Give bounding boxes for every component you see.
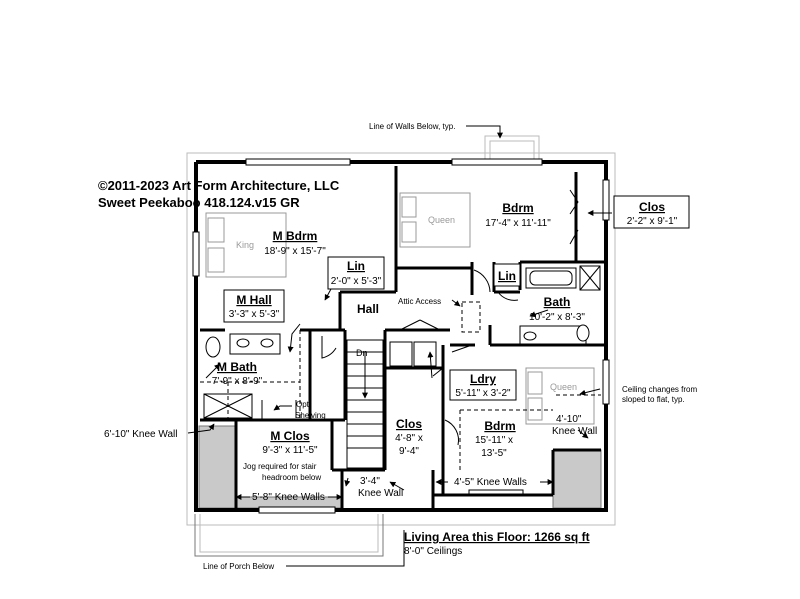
opt-note: Opt — [296, 400, 310, 409]
clos-ne-callout-box — [613, 195, 690, 229]
bdrm-se-name: Bdrm — [484, 419, 515, 433]
living-area-label: Living Area this Floor: 1266 sq ft — [404, 530, 590, 544]
shelving-note: Shelving — [295, 411, 326, 420]
ldry-name: Ldry — [470, 372, 496, 386]
jog-note-1: Jog required for stair — [243, 462, 317, 471]
m-clos-name: M Clos — [270, 429, 310, 443]
queen-bed-ne-label: Queen — [428, 215, 455, 225]
bdrm-ne-dims: 17'-4" x 11'-11" — [485, 218, 551, 229]
knee-wall-4-10-note-1: 4'-10" — [556, 414, 582, 425]
clos-mid-name: Clos — [396, 417, 422, 431]
knee-wall-3-4-note-1: 3'-4" — [360, 476, 380, 487]
porch-below-note: Line of Porch Below — [203, 562, 274, 571]
bath-name: Bath — [544, 295, 571, 309]
clos-ne-name: Clos — [639, 200, 665, 214]
ldry-dims: 5'-11" x 3'-2" — [455, 388, 511, 399]
bdrm-se-dims-2: 13'-5" — [481, 448, 507, 459]
lin-2-box — [493, 263, 521, 287]
m-bdrm-dims: 18'-9" x 15'-7" — [264, 246, 326, 257]
bdrm-ne-name: Bdrm — [502, 201, 533, 215]
knee-wall-3-4-note-2: Knee Wall — [358, 488, 403, 499]
hall-name: Hall — [357, 302, 379, 316]
lin-2-name: Lin — [498, 269, 516, 283]
jog-note-2: headroom below — [262, 473, 321, 482]
plan-id-line: Sweet Peekaboo 418.124.v15 GR — [98, 195, 300, 210]
bdrm-se-dims-1: 15'-11" x — [475, 435, 513, 446]
lin-1-callout-box — [327, 256, 385, 290]
king-bed-label: King — [236, 240, 254, 250]
knee-walls-5-8-note: 5'-8" Knee Walls — [252, 492, 325, 503]
m-bath-dims: 7'-9" x 8'-9" — [212, 376, 263, 387]
clos-mid-dims-2: 9'-4" — [399, 446, 419, 457]
king-bed — [205, 212, 287, 278]
clos-ne-dims: 2'-2" x 9'-1" — [627, 216, 678, 227]
bath-dims: 10'-2" x 8'-3" — [529, 312, 585, 323]
knee-walls-4-5-note: 4'-5" Knee Walls — [454, 477, 527, 488]
interior-walls — [200, 166, 606, 508]
copyright-line: ©2011-2023 Art Form Architecture, LLC — [98, 178, 340, 193]
m-hall-callout-box — [223, 289, 285, 323]
queen-bed-se — [525, 367, 595, 425]
stair-dn-label: Dn — [356, 348, 368, 358]
m-bdrm-name: M Bdrm — [273, 229, 318, 243]
porch-below-outline — [194, 514, 384, 557]
ceiling-change-note-1: Ceiling changes from — [622, 385, 697, 394]
m-clos-dims: 9'-3" x 11'-5" — [262, 445, 318, 456]
ceiling-lines — [200, 330, 601, 470]
knee-wall-4-10-note-2: Knee Wall — [552, 426, 597, 437]
ceilings-label: 8'-0" Ceilings — [404, 546, 462, 557]
queen-bed-se-label: Queen — [550, 382, 577, 392]
clos-mid-dims-1: 4'-8" x — [395, 433, 423, 444]
lin-1-dims: 2'-0" x 5'-3" — [331, 276, 382, 287]
walls-below-note: Line of Walls Below, typ. — [369, 122, 455, 131]
stair — [346, 339, 384, 469]
m-hall-name: M Hall — [236, 293, 271, 307]
ceiling-change-note-2: sloped to flat, typ. — [622, 395, 685, 404]
queen-bed-ne — [399, 192, 471, 248]
doors — [261, 189, 579, 446]
attic-access — [461, 301, 481, 333]
ldry-callout-box — [449, 369, 517, 401]
m-bath-name: M Bath — [217, 360, 257, 374]
m-hall-dims: 3'-3" x 5'-3" — [229, 309, 280, 320]
attic-access-note: Attic Access — [398, 297, 441, 306]
windows — [192, 158, 610, 514]
lin-1-name: Lin — [347, 259, 365, 273]
knee-wall-6-10-note: 6'-10" Knee Wall — [104, 429, 177, 440]
